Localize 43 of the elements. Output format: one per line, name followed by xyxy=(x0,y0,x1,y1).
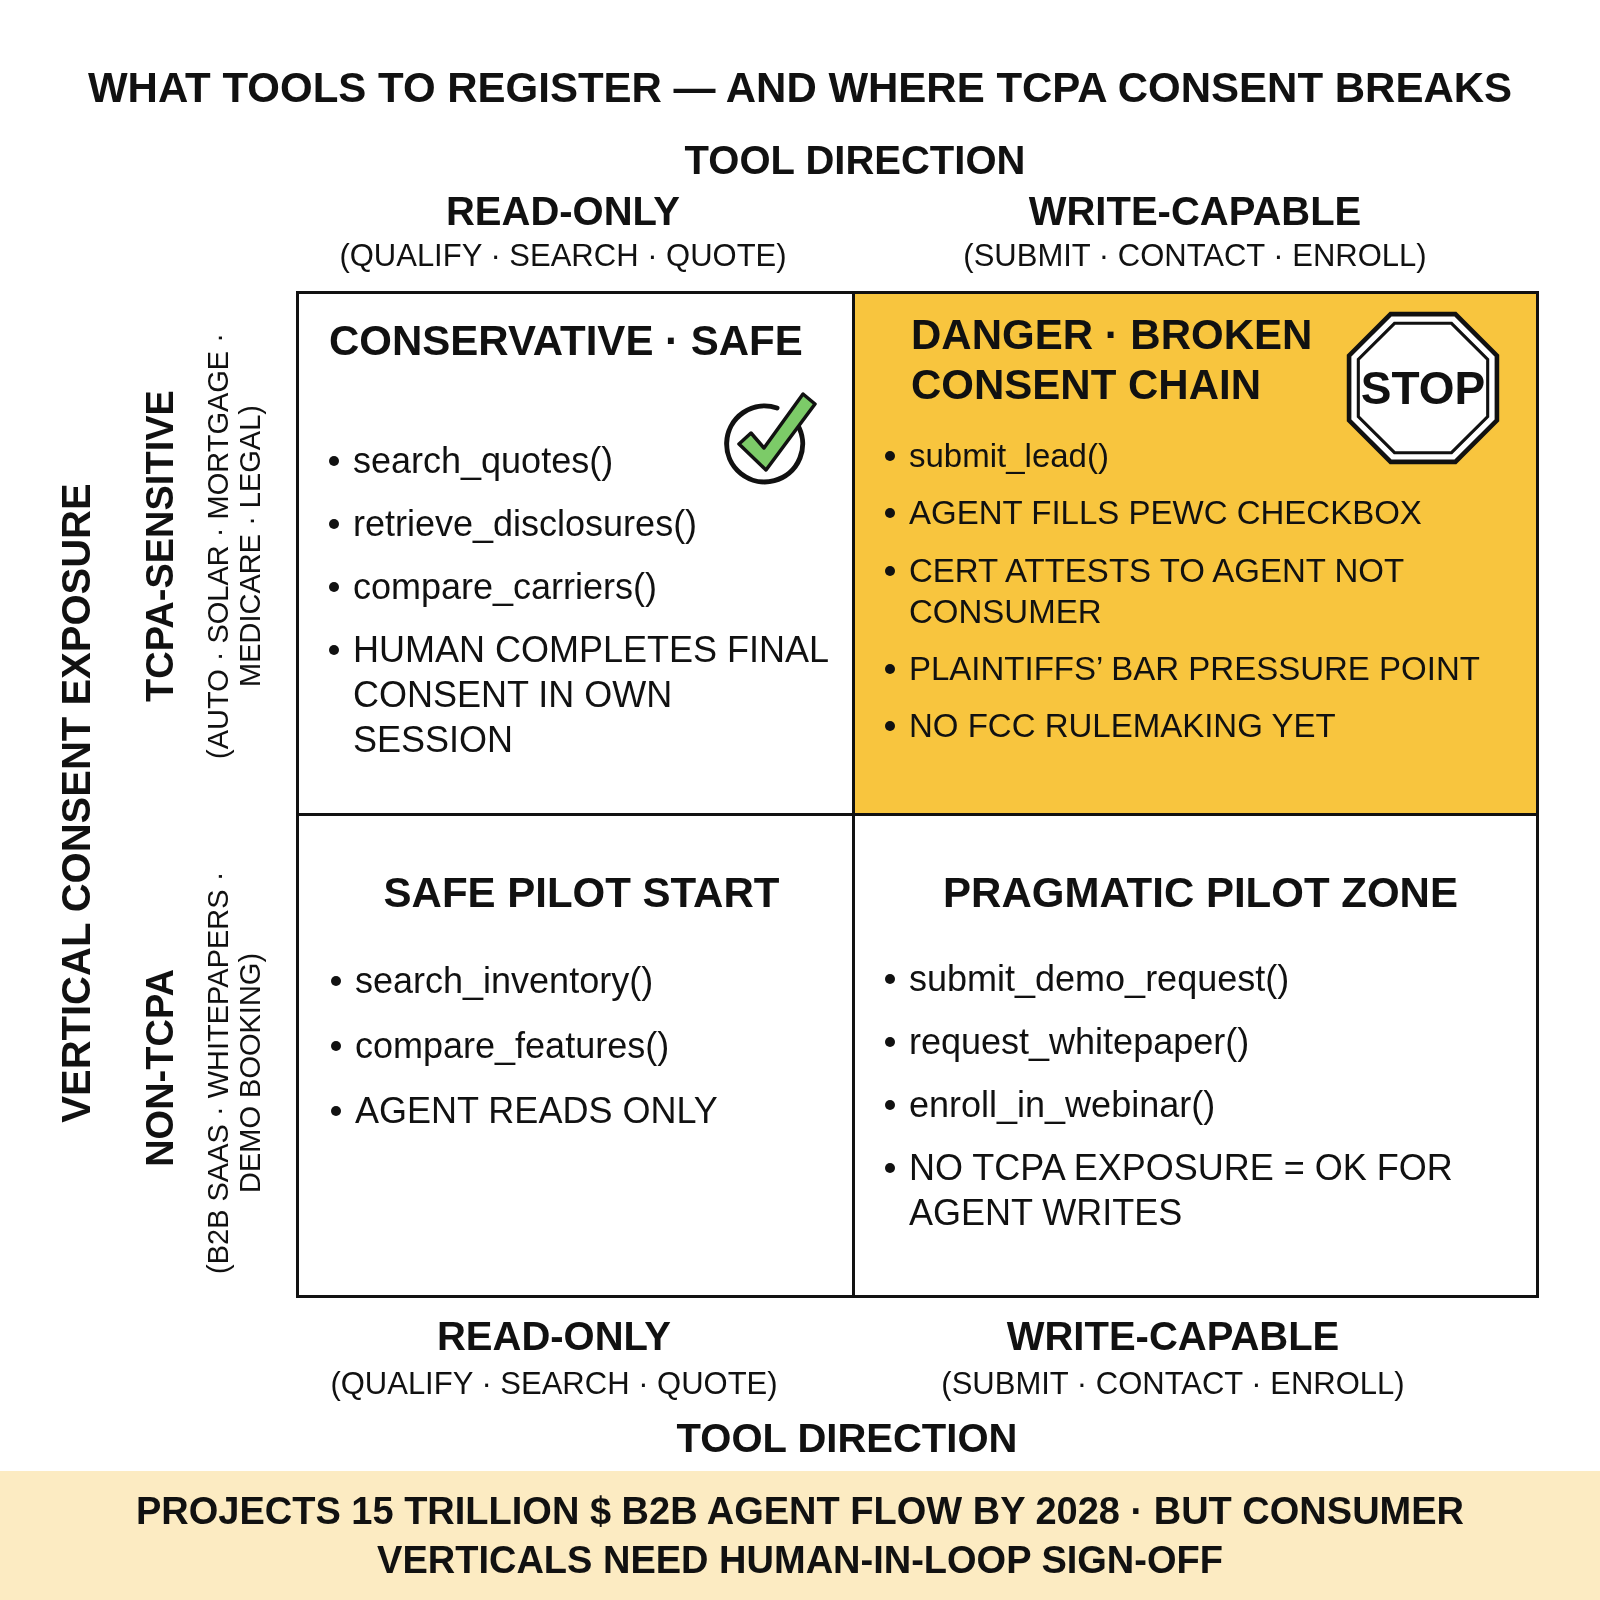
bullet-text: enroll_in_webinar() xyxy=(909,1082,1216,1127)
sign-text: STOP xyxy=(1360,365,1486,411)
quadrant-heading: PRAGMATIC PILOT ZONE xyxy=(942,868,1459,918)
axis-title: VERTICAL CONSENT EXPOSURE xyxy=(53,483,99,1123)
bullet-text: submit_lead() xyxy=(909,436,1109,477)
row-subheader: (B2B SAAS · WHITEPAPERS · DEMO BOOKING) xyxy=(201,870,267,1277)
column-header: WRITE-CAPABLE xyxy=(1028,188,1362,234)
bullet-text: compare_carriers() xyxy=(353,564,658,609)
bullet-text: request_whitepaper() xyxy=(909,1019,1250,1064)
bullet-text: CERT ATTESTS TO AGENT NOT CONSUMER xyxy=(909,550,1405,632)
row-header: NON-TCPA xyxy=(138,969,182,1167)
column-subheader: (QUALIFY · SEARCH · QUOTE) xyxy=(339,238,787,274)
diagram-title: WHAT TOOLS TO REGISTER — AND WHERE TCPA CONSENT BREAKS xyxy=(87,64,1513,112)
stop-sign xyxy=(1346,311,1500,465)
column-subheader: (SUBMIT · CONTACT · ENROLL) xyxy=(941,1366,1405,1402)
row-header: TCPA-SENSITIVE xyxy=(138,390,182,702)
column-header: READ-ONLY xyxy=(436,1313,672,1359)
column-header: WRITE-CAPABLE xyxy=(1006,1313,1340,1359)
axis-title: TOOL DIRECTION xyxy=(684,137,1026,183)
quadrant-heading: CONSERVATIVE · SAFE xyxy=(329,316,804,366)
bullet-text: retrieve_disclosures() xyxy=(353,501,698,546)
column-header: READ-ONLY xyxy=(445,188,681,234)
quadrant-panel xyxy=(852,291,1539,816)
quadrant-panel xyxy=(296,291,855,816)
bullet-text: NO TCPA EXPOSURE = OK FOR AGENT WRITES xyxy=(909,1145,1454,1235)
bullet-text: compare_features() xyxy=(355,1023,670,1068)
bullet-text: HUMAN COMPLETES FINAL CONSENT IN OWN SESSION xyxy=(353,627,829,762)
bullet-text: PLAINTIFFS’ BAR PRESSURE POINT xyxy=(909,649,1480,690)
axis-title: TOOL DIRECTION xyxy=(676,1415,1018,1461)
column-subheader: (QUALIFY · SEARCH · QUOTE) xyxy=(330,1366,778,1402)
caption-text: PROJECTS 15 TRILLION $ B2B AGENT FLOW BY 2028 · BUT CONSUMER VERTICALS NEED HUMAN-IN-LOOP SIGN-OFF xyxy=(134,1488,1466,1583)
bullet-text: submit_demo_request() xyxy=(909,956,1290,1001)
quadrant-heading: SAFE PILOT START xyxy=(382,868,781,918)
bullet-text: AGENT FILLS PEWC CHECKBOX xyxy=(909,493,1422,534)
bullet-text: search_inventory() xyxy=(355,958,654,1003)
bullet-text: search_quotes() xyxy=(353,438,614,483)
row-subheader: (AUTO · SOLAR · MORTGAGE · MEDICARE · LEGAL) xyxy=(201,332,267,761)
quadrant-panel xyxy=(852,813,1539,1298)
quadrant-panel xyxy=(296,813,855,1298)
bullet-text: NO FCC RULEMAKING YET xyxy=(909,706,1336,747)
column-subheader: (SUBMIT · CONTACT · ENROLL) xyxy=(963,238,1427,274)
quadrant-heading: DANGER · BROKEN CONSENT CHAIN xyxy=(911,310,1314,410)
bullet-text: AGENT READS ONLY xyxy=(355,1088,718,1133)
